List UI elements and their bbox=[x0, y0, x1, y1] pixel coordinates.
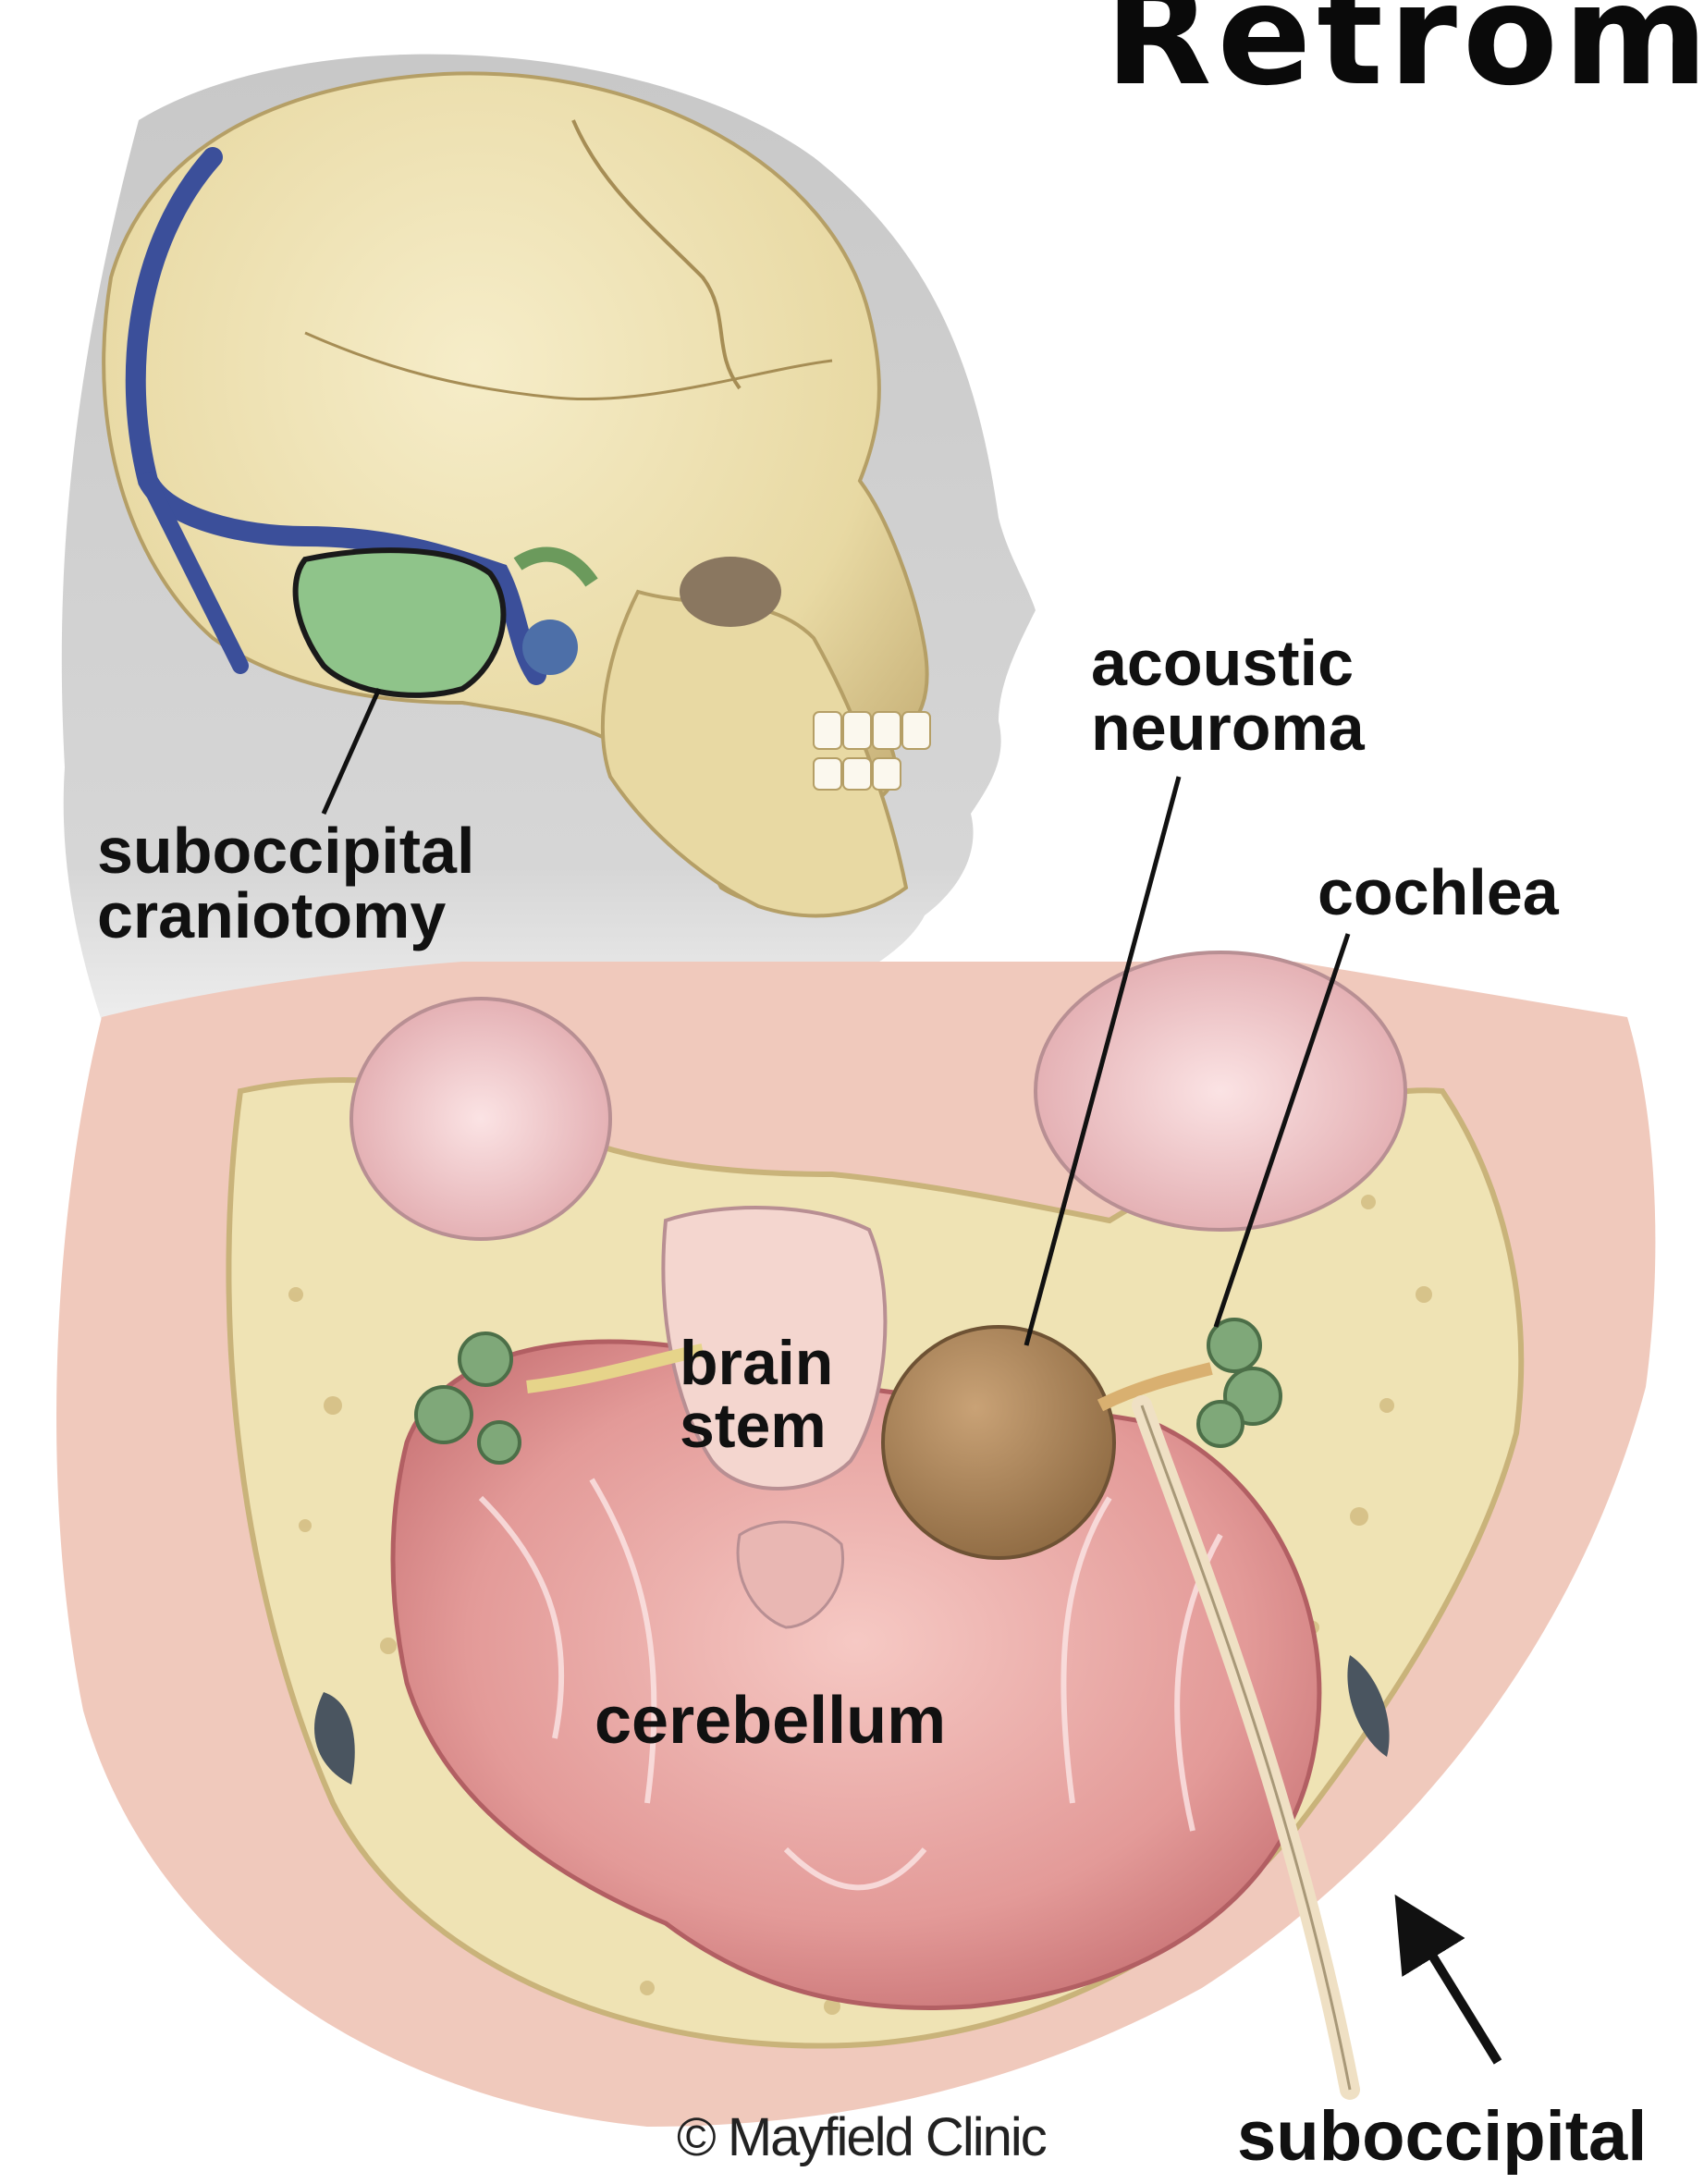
eye-socket bbox=[680, 557, 781, 627]
acoustic-neuroma-tumor bbox=[883, 1327, 1114, 1558]
right-temporal-lobe bbox=[1036, 952, 1405, 1230]
label-brain-stem: brain stem bbox=[680, 1331, 833, 1457]
label-cerebellum: cerebellum bbox=[595, 1687, 946, 1754]
page-heading: Retrom bbox=[1105, 0, 1704, 117]
ear-canal bbox=[522, 620, 578, 675]
label-suboccipital-approach: suboccipital bbox=[1237, 2102, 1647, 2172]
approach-arrow bbox=[1424, 1942, 1498, 2062]
label-cochlea: cochlea bbox=[1318, 860, 1559, 925]
label-suboccipital-craniotomy: suboccipital craniotomy bbox=[97, 818, 474, 948]
label-acoustic-neuroma: acoustic neuroma bbox=[1091, 631, 1365, 760]
left-temporal-lobe bbox=[351, 999, 610, 1239]
copyright-notice: © Mayfield Clinic bbox=[677, 2106, 1046, 2168]
